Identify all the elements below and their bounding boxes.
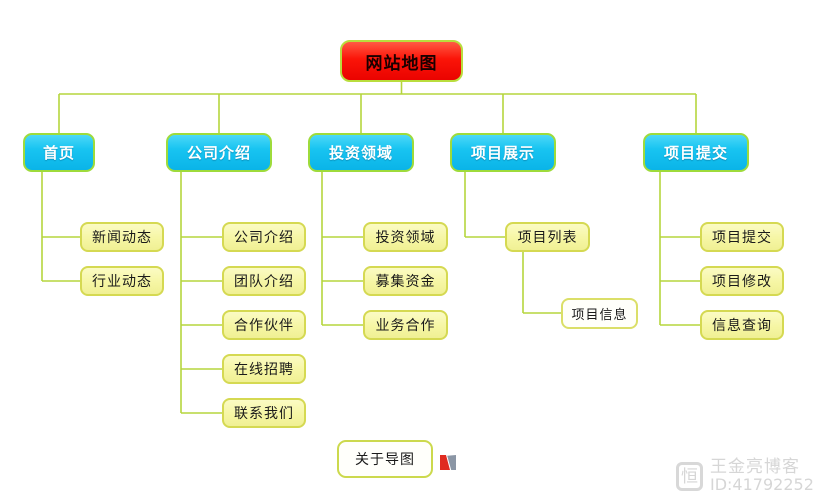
node-project-modify[interactable]: 项目修改 (700, 266, 784, 296)
node-team-intro[interactable]: 团队介绍 (222, 266, 306, 296)
node-root-sitemap[interactable]: 网站地图 (340, 40, 463, 82)
node-investment-fields[interactable]: 投资领域 (308, 133, 414, 172)
node-investment-areas[interactable]: 投资领域 (363, 222, 448, 252)
node-news-updates[interactable]: 新闻动态 (80, 222, 164, 252)
node-project-info[interactable]: 项目信息 (561, 298, 638, 329)
node-contact-us[interactable]: 联系我们 (222, 398, 306, 428)
node-fundraising[interactable]: 募集资金 (363, 266, 448, 296)
node-about-map[interactable]: 关于导图 (337, 440, 433, 478)
node-company-profile[interactable]: 公司介绍 (222, 222, 306, 252)
watermark: 恒 王金亮博客 ID:41792252 (676, 458, 814, 494)
node-project-list[interactable]: 项目列表 (505, 222, 590, 252)
node-info-query[interactable]: 信息查询 (700, 310, 784, 340)
mindmap-app-logo-icon (440, 455, 456, 470)
node-home[interactable]: 首页 (23, 133, 95, 172)
node-project-submission[interactable]: 项目提交 (700, 222, 784, 252)
node-industry-updates[interactable]: 行业动态 (80, 266, 164, 296)
watermark-blog-id: ID:41792252 (710, 475, 814, 494)
node-business-cooperation[interactable]: 业务合作 (363, 310, 448, 340)
blog-logo-icon: 恒 (676, 462, 703, 491)
node-online-recruiting[interactable]: 在线招聘 (222, 354, 306, 384)
node-company-intro[interactable]: 公司介绍 (166, 133, 272, 172)
node-project-display[interactable]: 项目展示 (450, 133, 556, 172)
watermark-blog-name: 王金亮博客 (710, 457, 800, 477)
node-partners[interactable]: 合作伙伴 (222, 310, 306, 340)
node-project-submit[interactable]: 项目提交 (643, 133, 749, 172)
